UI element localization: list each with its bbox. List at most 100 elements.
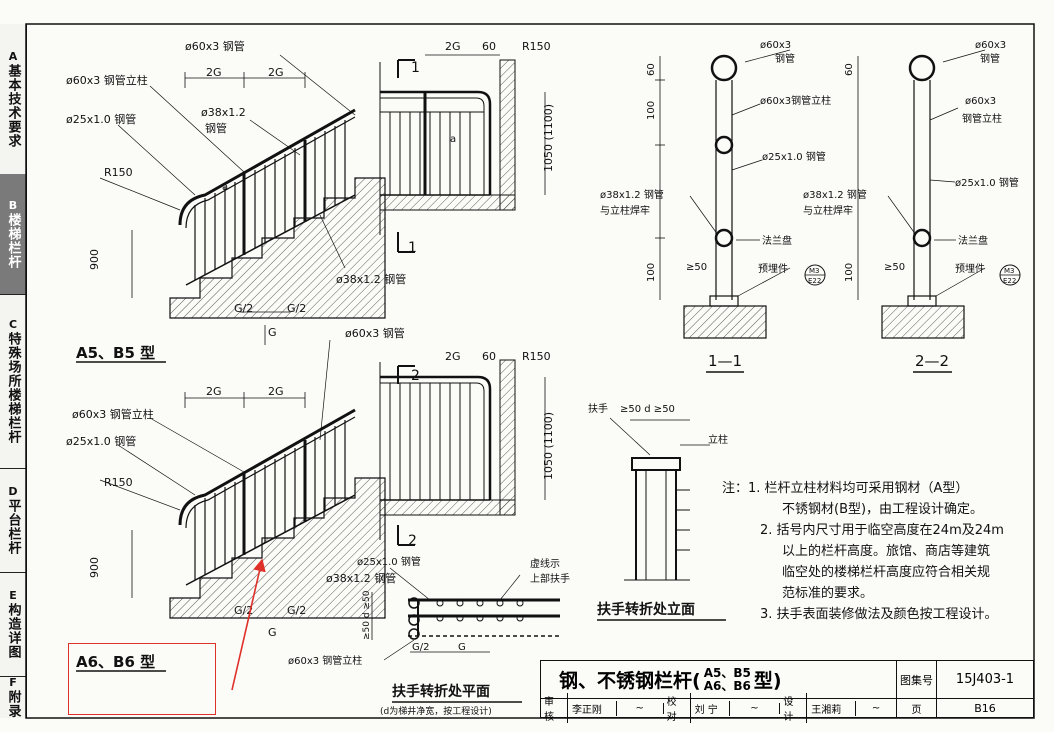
section-label-1-1: 1—1 (708, 352, 742, 370)
label-pipe-60: ø60x3 钢管 (185, 39, 245, 53)
atlas-label: 图集号 (897, 661, 937, 699)
dim-900: 900 (88, 249, 101, 270)
sidebar-item-f[interactable]: F 附录 (0, 676, 26, 718)
plan-dashed-b: 上部扶手 (530, 572, 570, 585)
sec1-pipe-38: ø38x1.2 钢管 (600, 188, 664, 201)
checker-signature: ~ (730, 702, 781, 714)
plan-dim-g2: G/2 (412, 642, 429, 653)
sidebar-item-letter: B (8, 199, 18, 212)
label-r150: R150 (104, 166, 133, 179)
check-label: 校对 (664, 693, 691, 723)
sec2-pipe-60b: 钢管 (980, 52, 1000, 65)
sidebar-item-label: 楼梯栏杆 (5, 213, 21, 269)
annotation-arrow (231, 558, 266, 691)
label-pipe-25: ø25x1.0 钢管 (66, 112, 136, 126)
side-view-bottom (379, 359, 546, 546)
plan-pipe-25: ø25x1.0 钢管 (357, 555, 421, 568)
signature-row: 审核 李正刚 ~ 校对 刘 宁 ~ 设计 王湘莉 ~ (541, 693, 897, 723)
handrail-turn-elevation (609, 417, 710, 581)
side-dim-60-b: 60 (482, 350, 496, 363)
label-r150-b: R150 (104, 476, 133, 489)
title-block: 钢、不锈钢栏杆( A5、B5 A6、B6 型) 图集号 15J403-1 审核 … (540, 660, 1034, 723)
sec1-dim-60: 60 (646, 63, 657, 76)
side-dim-a: a (450, 134, 456, 145)
sidebar-item-d[interactable]: D 平台栏杆 (0, 468, 26, 573)
sec2-post-a: ø60x3 (965, 96, 996, 107)
dim-2g-left-b: 2G (206, 385, 222, 398)
label-post-b: ø60x3 钢管立柱 (72, 407, 154, 421)
sidebar-item-c[interactable]: C 特殊场所楼梯栏杆 (0, 294, 26, 469)
title-type-1: A5、B5 (703, 665, 751, 680)
title-end: 型) (753, 670, 782, 692)
side-height-b: 1050 (1100) (542, 412, 555, 480)
sidebar-item-letter: D (8, 485, 18, 498)
title-type-2: A6、B6 (703, 678, 751, 693)
sec2-post-b: 钢管立柱 (962, 112, 1002, 125)
sec1-badge-bottom: E22 (808, 277, 821, 285)
label-pipe-60-b: ø60x3 钢管 (345, 326, 405, 340)
sec2-badge-bottom: E22 (1003, 277, 1016, 285)
plan-dim-g: G (458, 642, 466, 653)
sheet-border (25, 23, 1035, 719)
sec2-dim-ge50: ≥50 (884, 262, 905, 273)
sidebar-item-b[interactable]: B 楼梯栏杆 (0, 174, 26, 295)
sec2-flange: 法兰盘 (958, 234, 988, 247)
sidebar-item-label: 附录 (5, 690, 21, 718)
section-2-2 (857, 49, 1021, 339)
annotation-box (68, 643, 216, 715)
dim-2g-left: 2G (206, 66, 222, 79)
dim-g2-right: G/2 (287, 302, 306, 315)
dim-2g-right: 2G (268, 66, 284, 79)
section-mark-1-bottom: 1 (408, 240, 417, 256)
note-line: 以上的栏杆高度。旅馆、商店等建筑 (782, 544, 991, 559)
reviewer-name: 李正刚 (568, 700, 617, 716)
review-label: 审核 (541, 693, 568, 723)
side-dim-2g-b: 2G (445, 350, 461, 363)
note-line: 3. 扶手表面装修做法及颜色按工程设计。 (760, 607, 998, 622)
handrail-turn-plan (371, 567, 560, 661)
section-mark-2-bottom: 2 (408, 533, 417, 549)
side-view-top (379, 54, 546, 253)
sec1-pipe-60b: 钢管 (775, 52, 795, 65)
chapter-index-sidebar: A 基本技术要求 B 楼梯栏杆 C 特殊场所楼梯栏杆 D 平台栏杆 E 构造详图… (0, 24, 27, 718)
dim-a: a (222, 182, 228, 193)
sidebar-item-label: 平台栏杆 (5, 499, 21, 555)
checker-name: 刘 宁 (691, 700, 730, 716)
designer-name: 王湘莉 (807, 700, 857, 716)
sec1-pipe-25: ø25x1.0 钢管 (762, 150, 826, 163)
section-mark-1: 1 (411, 60, 420, 76)
sec2-pipe-38: ø38x1.2 钢管 (803, 188, 867, 201)
stair-view-a5-b5 (99, 54, 386, 345)
sidebar-item-letter: F (9, 676, 17, 689)
sec2-pipe-60: ø60x3 (975, 40, 1006, 51)
sidebar-item-letter: C (8, 318, 18, 331)
label-pipe-38-bottom-b: ø38x1.2 钢管 (326, 571, 396, 585)
dim-2g-right-b: 2G (268, 385, 284, 398)
sidebar-item-label: 构造详图 (5, 603, 21, 659)
caption-a5-b5: A5、B5 型 (76, 344, 155, 362)
label-pipe-25-b: ø25x1.0 钢管 (66, 434, 136, 448)
label-pipe-38-bottom: ø38x1.2 钢管 (336, 272, 406, 286)
sec2-dim-60: 60 (844, 63, 855, 76)
plan-dim: ≥50 d ≥50 (362, 590, 372, 640)
section-label-2-2: 2—2 (915, 352, 949, 370)
atlas-number: 15J403-1 (937, 661, 1033, 699)
sec1-flange: 法兰盘 (762, 234, 792, 247)
sec1-dim-100: 100 (646, 101, 657, 120)
sidebar-item-e[interactable]: E 构造详图 (0, 572, 26, 677)
sec2-pipe-38b: 与立柱焊牢 (803, 204, 853, 217)
dim-g2-right-b: G/2 (287, 604, 306, 617)
side-r150: R150 (522, 40, 551, 53)
elev-handrail: 扶手 (588, 402, 608, 415)
page-number: B16 (974, 701, 996, 715)
elev-post: 立柱 (708, 433, 728, 446)
section-mark-2: 2 (411, 368, 420, 384)
dim-g-b: G (268, 626, 277, 639)
label-pipe-38: ø38x1.2 (201, 106, 246, 119)
reviewer-signature: ~ (617, 702, 664, 714)
elev-dims: ≥50 d ≥50 (620, 404, 675, 415)
stair-view-a6-b6 (99, 339, 386, 619)
title-main: 钢、不锈钢栏杆( (559, 670, 701, 692)
dim-g2-left-b: G/2 (234, 604, 253, 617)
